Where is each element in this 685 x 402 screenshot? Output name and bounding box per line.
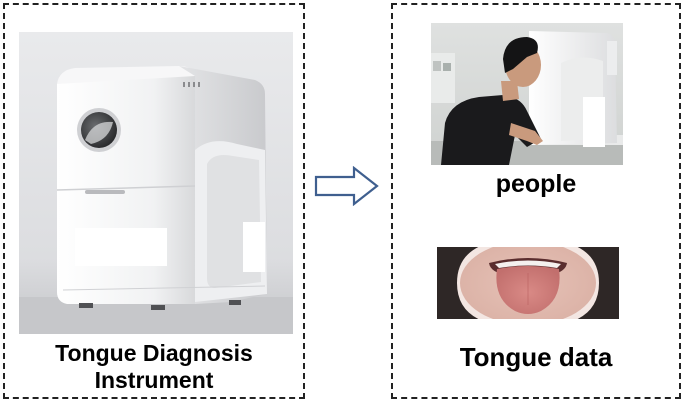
right-arrow-icon [314, 166, 379, 206]
instrument-label-line2: Instrument [94, 367, 214, 393]
instrument-panel: Tongue Diagnosis Instrument [3, 3, 305, 399]
tongue-image-photo [437, 247, 619, 319]
instrument-photo [19, 32, 293, 334]
instrument-label-line1: Tongue Diagnosis [55, 340, 253, 366]
person-using-instrument-photo [431, 23, 623, 165]
tongue-data-label: Tongue data [459, 342, 613, 372]
subject-panel: people Tongue data [391, 3, 681, 399]
people-label: people [495, 170, 577, 198]
instrument-label: Tongue Diagnosis Instrument [5, 340, 303, 394]
